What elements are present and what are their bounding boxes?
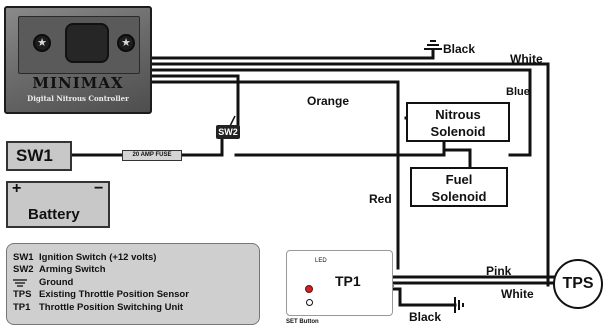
label-black-top: Black xyxy=(443,42,476,56)
set-button-icon xyxy=(306,299,313,306)
legend-row-tps: TPS Existing Throttle Position Sensor xyxy=(13,289,259,301)
legend-row-sw2: SW2 Arming Switch xyxy=(13,264,259,276)
legend-key: SW1 xyxy=(13,252,34,263)
controller-display xyxy=(65,23,109,63)
wire-blue xyxy=(150,68,532,157)
ground-icon-top xyxy=(424,40,442,50)
label-blue: Blue xyxy=(506,86,530,98)
fuel-solenoid-line2: Solenoid xyxy=(431,189,487,204)
battery-label: Battery xyxy=(28,206,80,223)
legend-row-sw1: SW1 Ignition Switch (+12 volts) xyxy=(13,252,259,264)
legend-desc: Existing Throttle Position Sensor xyxy=(39,289,189,301)
wire-fuse-to-sw2 xyxy=(180,138,224,157)
tp1-label: TP1 xyxy=(335,273,361,289)
led-icon xyxy=(305,285,313,293)
legend-key-ground xyxy=(13,277,39,289)
tp1-unit: LED TP1 xyxy=(286,250,393,316)
label-white-top: White xyxy=(510,52,543,66)
sw2-lever-icon xyxy=(229,115,236,127)
legend-row-tp1: TP1 Throttle Position Switching Unit xyxy=(13,302,259,314)
label-pink: Pink xyxy=(486,264,512,278)
wire-black-top xyxy=(150,48,435,60)
controller-face: ★ ★ xyxy=(18,16,140,74)
nitrous-solenoid-line1: Nitrous xyxy=(435,107,481,122)
legend-key: TP1 xyxy=(13,301,31,313)
ground-icon xyxy=(13,279,27,287)
legend-desc: Throttle Position Switching Unit xyxy=(39,301,184,313)
fuel-solenoid-line1: Fuel xyxy=(445,172,473,187)
tps-sensor: TPS xyxy=(553,259,603,309)
label-red: Red xyxy=(369,192,392,206)
wire-white-top xyxy=(150,62,550,287)
sw1-box: SW1 xyxy=(6,141,72,171)
fuel-solenoid: Fuel Solenoid xyxy=(410,167,508,207)
ground-icon-bottom xyxy=(454,297,464,313)
legend-desc: Ignition Switch (+12 volts) xyxy=(39,252,157,263)
fuse-box: 20 AMP FUSE xyxy=(122,150,182,161)
legend-desc: Arming Switch xyxy=(39,264,106,276)
legend-desc: Ground xyxy=(39,276,74,288)
sw2-switch: SW2 xyxy=(216,125,240,139)
set-button-label: SET Button xyxy=(286,319,319,325)
nitrous-solenoid: Nitrous Solenoid xyxy=(406,102,510,142)
label-white-bottom: White xyxy=(501,287,534,301)
tp1-led-label: LED xyxy=(315,258,327,264)
wire-solenoid-between xyxy=(442,148,472,170)
legend-panel: SW1 Ignition Switch (+12 volts) SW2 Armi… xyxy=(6,243,260,325)
wire-red xyxy=(150,80,400,270)
label-orange: Orange xyxy=(307,94,350,108)
controller-title: MINIMAX xyxy=(32,74,124,92)
wire-black-bottom xyxy=(391,287,457,307)
battery-negative: − xyxy=(94,180,104,197)
legend-key: TPS xyxy=(13,289,32,301)
legend-row-ground: Ground xyxy=(13,277,259,289)
nitrous-solenoid-line2: Solenoid xyxy=(430,124,486,139)
minimax-controller: ★ ★ MINIMAX Digital Nitrous Controller xyxy=(4,6,152,114)
left-knob-icon: ★ xyxy=(33,34,51,52)
battery: + − Battery xyxy=(6,180,110,228)
right-knob-icon: ★ xyxy=(117,34,135,52)
battery-positive: + xyxy=(12,180,22,197)
legend-key: SW2 xyxy=(13,264,34,276)
label-black-bottom: Black xyxy=(409,310,442,324)
wire-orange xyxy=(150,74,240,138)
controller-subtitle: Digital Nitrous Controller xyxy=(27,94,129,103)
